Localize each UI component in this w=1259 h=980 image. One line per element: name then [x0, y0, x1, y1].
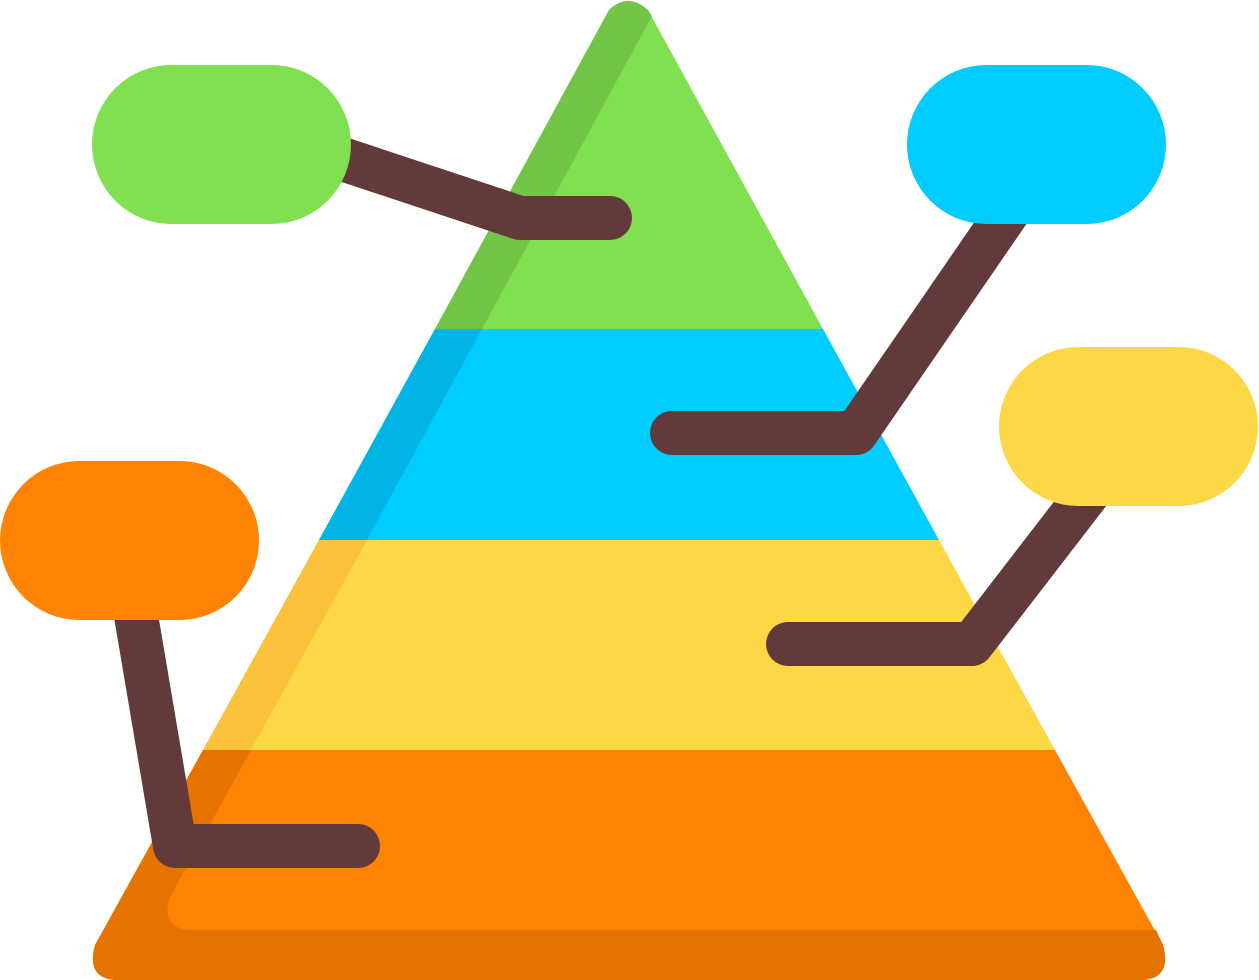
- pyramid-level-top: [435, 1, 823, 329]
- callout-orange: [0, 461, 259, 620]
- pyramid-level-second-shade: [319, 329, 482, 540]
- callout-blue: [907, 65, 1166, 224]
- callout-yellow: [999, 347, 1258, 506]
- connector-blue: [650, 158, 1052, 455]
- pyramid-level-third: [203, 540, 1055, 750]
- pyramid-level-top-shade: [435, 1, 652, 329]
- pyramid-level-base: [92, 750, 1166, 980]
- callout-green: [92, 65, 351, 224]
- connector-green: [278, 123, 632, 240]
- connectors: [108, 123, 1132, 868]
- pyramid-level-second: [319, 329, 939, 540]
- connector-orange: [108, 558, 380, 868]
- pyramid-level-base-shade: [92, 750, 1166, 980]
- pyramid: [92, 1, 1166, 980]
- connector-yellow: [766, 443, 1132, 666]
- pyramid-level-third-shade: [203, 540, 367, 750]
- callouts: [0, 65, 1258, 620]
